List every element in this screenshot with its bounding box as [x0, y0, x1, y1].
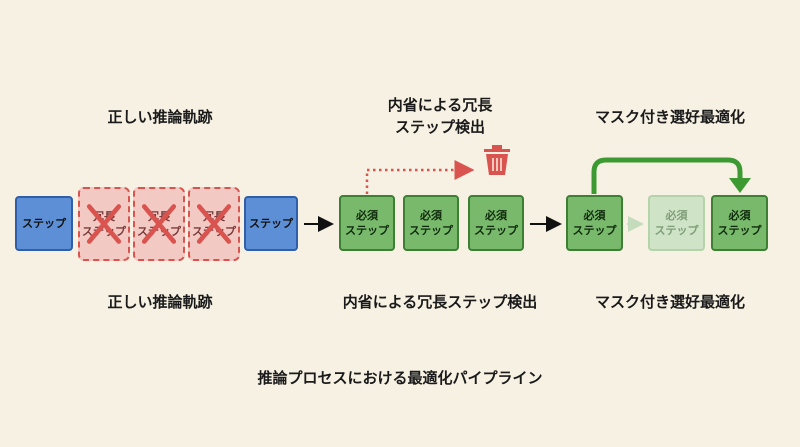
step-box-1-label: ステップ: [22, 217, 66, 230]
x-mark-icon: [196, 204, 232, 244]
required-step-box-3-line2: ステップ: [474, 224, 518, 237]
required-step-box-5-line1: 必須: [728, 209, 751, 222]
bottom-label-correct-trajectory: 正しい推論軌跡: [107, 293, 213, 311]
required-step-box-1-line1: 必須: [356, 209, 378, 222]
top-label-correct-trajectory: 正しい推論軌跡: [107, 108, 213, 126]
step-box-1: ステップ: [15, 196, 73, 251]
masked-step-box-line1: 必須: [665, 209, 688, 222]
required-step-box-2: 必須 ステップ: [403, 195, 459, 251]
top-label-redundant-detection-line1: 内省による冗長: [387, 96, 493, 114]
bottom-label-redundant-detection: 内省による冗長ステップ検出: [342, 293, 538, 311]
required-step-box-4-line2: ステップ: [572, 224, 617, 237]
redundant-step-box-2: 冗長 ステップ: [133, 187, 185, 261]
masked-step-box-line2: ステップ: [654, 224, 699, 237]
required-step-box-4-line1: 必須: [583, 209, 606, 222]
required-step-box-5-line2: ステップ: [717, 224, 762, 237]
discard-arrow: [365, 160, 475, 194]
x-mark-icon: [141, 204, 177, 244]
trash-icon: [484, 145, 510, 175]
step-box-2: ステップ: [244, 196, 298, 251]
step-box-2-label: ステップ: [249, 217, 293, 230]
required-step-box-5: 必須 ステップ: [711, 195, 768, 251]
required-step-box-2-line1: 必須: [420, 209, 442, 222]
required-step-box-4: 必須 ステップ: [566, 195, 623, 251]
required-step-box-1: 必須 ステップ: [339, 195, 395, 251]
redundant-step-box-1: 冗長 ステップ: [78, 187, 130, 261]
masked-step-box: 必須 ステップ: [648, 195, 705, 251]
top-label-masked-preference: マスク付き選好最適化: [594, 108, 745, 126]
top-label-redundant-detection: 内省による冗長 ステップ検出: [350, 94, 530, 138]
required-step-box-3-line1: 必須: [485, 209, 507, 222]
required-step-box-2-line2: ステップ: [409, 224, 453, 237]
required-step-box-1-line2: ステップ: [345, 224, 389, 237]
redundant-step-box-3: 冗長 ステップ: [188, 187, 240, 261]
required-step-box-3: 必須 ステップ: [468, 195, 524, 251]
x-mark-icon: [86, 204, 122, 244]
bottom-label-masked-preference: マスク付き選好最適化: [594, 293, 745, 311]
diagram-caption: 推論プロセスにおける最適化パイプライン: [257, 369, 543, 387]
skip-arrow: [591, 157, 751, 194]
top-label-redundant-detection-line2: ステップ検出: [394, 118, 485, 136]
